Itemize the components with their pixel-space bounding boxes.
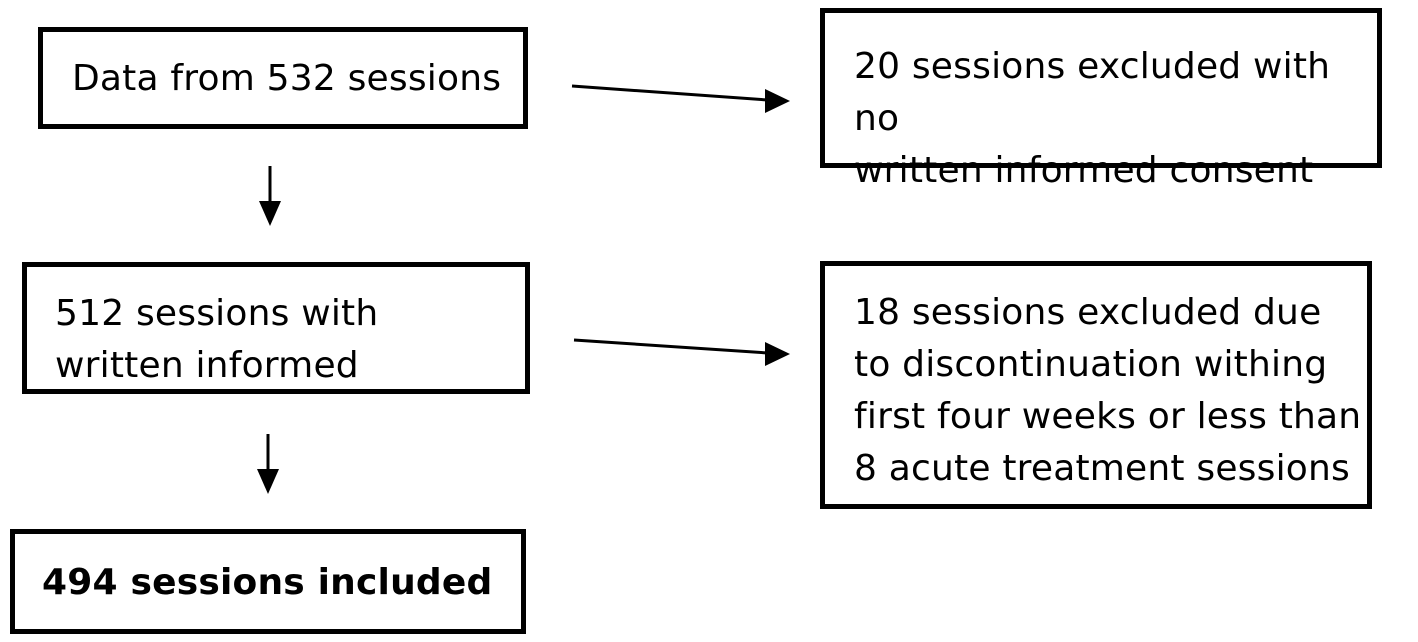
- box-sessions-included: 494 sessions included: [10, 529, 526, 634]
- box-excluded-discontinuation-text: 18 sessions excluded due to discontinuat…: [854, 292, 1362, 489]
- box-sessions-with-consent-text: 512 sessions with written informed: [55, 293, 379, 386]
- box-excluded-no-consent-text: 20 sessions excluded with no written inf…: [854, 46, 1331, 191]
- arrow-with-consent-to-included: [257, 434, 279, 494]
- arrow-with-consent-to-excluded-discontinuation: [573, 338, 790, 366]
- box-total-sessions: Data from 532 sessions: [38, 27, 528, 129]
- box-total-sessions-text: Data from 532 sessions: [72, 58, 502, 99]
- box-sessions-included-text: 494 sessions included: [42, 562, 493, 603]
- box-excluded-discontinuation: 18 sessions excluded due to discontinuat…: [820, 261, 1372, 509]
- box-sessions-with-consent: 512 sessions with written informed: [22, 262, 530, 394]
- arrow-total-to-with-consent: [259, 166, 281, 226]
- arrow-total-to-excluded-consent: [571, 84, 790, 113]
- box-excluded-no-consent: 20 sessions excluded with no written inf…: [820, 8, 1382, 191]
